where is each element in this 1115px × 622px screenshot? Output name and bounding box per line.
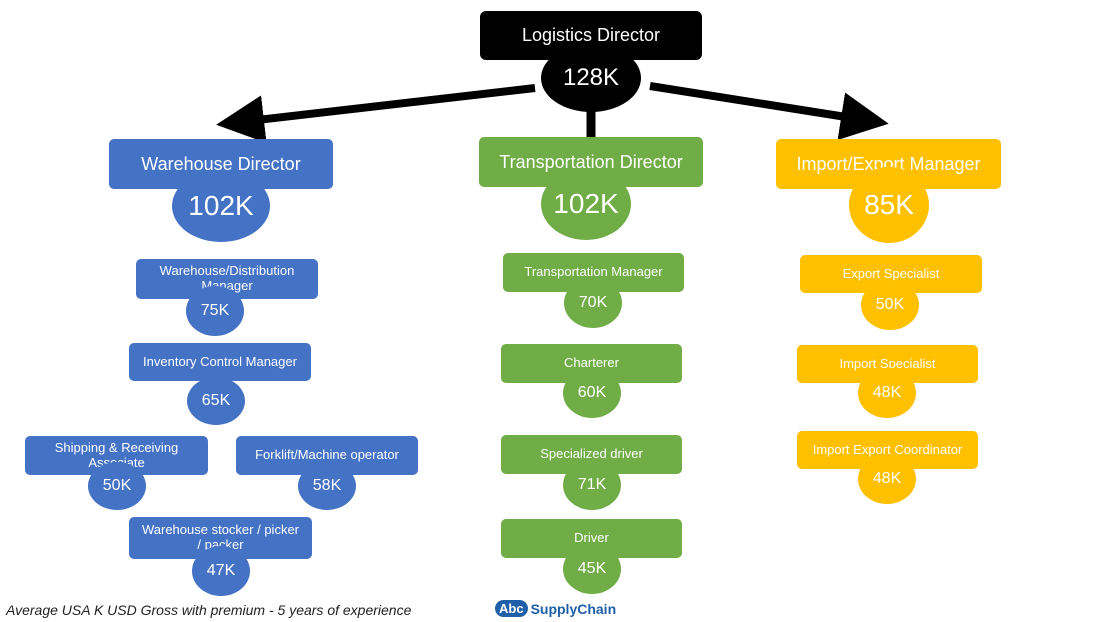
- role-salary: 48K: [858, 454, 916, 504]
- role-salary: 50K: [88, 462, 146, 510]
- footer-note: Average USA K USD Gross with premium - 5…: [6, 602, 412, 618]
- warehouse-director-salary: 102K: [172, 170, 270, 242]
- role-title: Inventory Control Manager: [129, 343, 311, 381]
- transportation-director-salary: 102K: [541, 168, 631, 240]
- import-export-manager-salary: 85K: [849, 167, 929, 243]
- role-salary: 65K: [187, 377, 245, 425]
- role-salary: 75K: [186, 286, 244, 336]
- root-salary: 128K: [541, 44, 641, 112]
- role-salary: 70K: [564, 278, 622, 328]
- root-title: Logistics Director: [480, 11, 702, 60]
- arrow-to-import: [649, 82, 889, 140]
- role-salary: 45K: [563, 544, 621, 594]
- role-salary: 47K: [192, 546, 250, 596]
- role-title: Forklift/Machine operator: [236, 436, 418, 475]
- arrow-to-warehouse: [216, 84, 536, 144]
- role-salary: 48K: [858, 368, 916, 418]
- role-salary: 60K: [563, 368, 621, 418]
- role-salary: 71K: [563, 460, 621, 510]
- abc-supplychain-logo: Abc SupplyChain: [495, 600, 616, 617]
- role-title: Driver: [501, 519, 682, 558]
- logo-badge: Abc: [495, 600, 528, 617]
- role-salary: 58K: [298, 462, 356, 510]
- role-title: Specialized driver: [501, 435, 682, 474]
- logo-text: SupplyChain: [530, 600, 617, 617]
- role-salary: 50K: [861, 280, 919, 330]
